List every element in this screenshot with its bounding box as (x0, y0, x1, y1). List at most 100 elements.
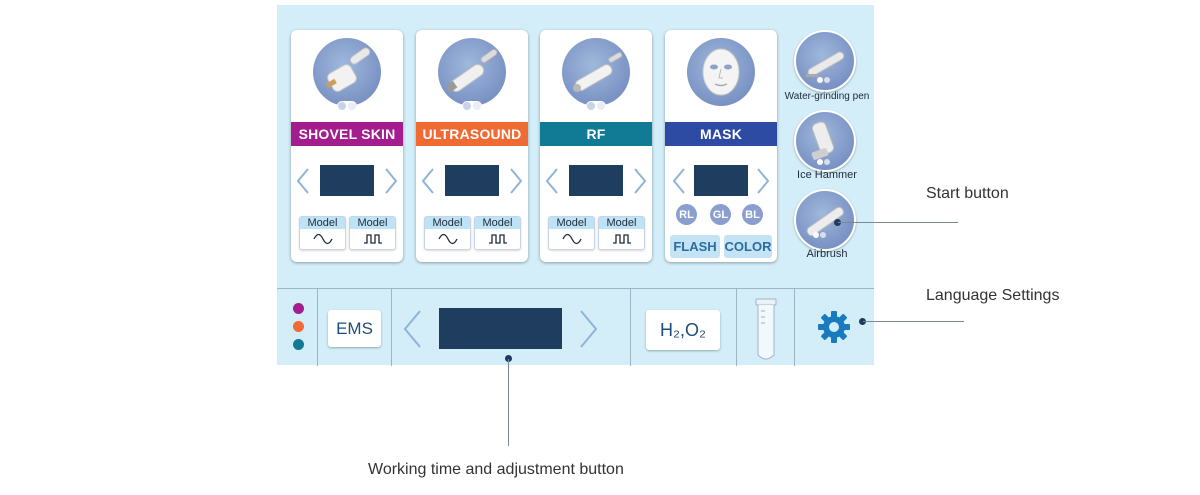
face-mask-icon (702, 48, 740, 96)
working-time-pointer-dot (505, 355, 512, 362)
chevron-left-icon (546, 168, 558, 194)
mask-display (694, 165, 748, 196)
model-label: Model (549, 217, 594, 229)
ultrasound-display (445, 165, 499, 196)
h2o2-button[interactable]: H₂,O₂ (646, 310, 720, 350)
rf-left-arrow[interactable] (546, 168, 558, 194)
language-settings-leader-line (863, 321, 964, 322)
rf-probe-icon (573, 51, 623, 92)
chevron-left-icon (673, 168, 685, 194)
shovel-skin-toggle[interactable] (337, 101, 357, 111)
language-settings-annotation: Language Settings (926, 287, 1060, 304)
ultrasound-model-sine-button[interactable]: Model (424, 216, 471, 250)
ultrasound-tool-button[interactable] (438, 38, 506, 111)
chevron-left-icon (422, 168, 434, 194)
model-label: Model (350, 217, 395, 229)
shovel-skin-right-arrow[interactable] (385, 168, 397, 194)
divider (736, 289, 737, 366)
mask-flash-button[interactable]: FLASH (670, 235, 720, 258)
ems-button[interactable]: EMS (328, 310, 381, 347)
water-pen-icon (806, 51, 845, 83)
mask-gl-button[interactable]: GL (710, 204, 731, 225)
ultrasound-right-arrow[interactable] (510, 168, 522, 194)
water-grinding-pen-label: Water-grinding pen (784, 91, 870, 102)
shovel-skin-left-arrow[interactable] (297, 168, 309, 194)
card-ultrasound: ULTRASOUND Model Model (416, 30, 528, 262)
divider (794, 289, 795, 366)
magenta-dot (293, 303, 304, 314)
test-tube-button[interactable] (753, 297, 779, 363)
working-time-display (439, 308, 562, 349)
mask-rl-button[interactable]: RL (676, 204, 697, 225)
square-wave-icon (364, 234, 382, 244)
ice-hammer-button[interactable] (794, 110, 856, 172)
model-label: Model (475, 217, 520, 229)
airbrush-label: Airbrush (806, 248, 848, 260)
chevron-right-icon (757, 168, 769, 194)
chevron-left-icon (403, 310, 421, 348)
chevron-right-icon (634, 168, 646, 194)
rf-right-arrow[interactable] (634, 168, 646, 194)
sine-wave-icon (562, 233, 582, 245)
airbrush-button[interactable] (794, 189, 856, 251)
sine-wave-icon (313, 233, 333, 245)
chevron-right-icon (510, 168, 522, 194)
shovel-skin-tool-button[interactable] (313, 38, 381, 111)
time-right-arrow[interactable] (579, 309, 599, 349)
mask-color-button[interactable]: COLOR (724, 235, 772, 258)
mask-right-arrow[interactable] (757, 168, 769, 194)
square-wave-icon (489, 234, 507, 244)
ice-hammer-label: Ice Hammer (797, 169, 857, 181)
shovel-skin-display (320, 165, 374, 196)
gear-icon (818, 311, 850, 343)
model-label: Model (300, 217, 345, 229)
ultrasound-left-arrow[interactable] (422, 168, 434, 194)
model-label: Model (425, 217, 470, 229)
sine-wave-icon (438, 233, 458, 245)
start-button-annotation: Start button (926, 185, 1009, 202)
rf-tool-button[interactable] (562, 38, 630, 111)
mask-left-arrow[interactable] (673, 168, 685, 194)
ultrasound-probe-icon (445, 49, 498, 93)
ice-hammer-icon (811, 121, 835, 165)
chevron-right-icon (385, 168, 397, 194)
mask-tool-button[interactable] (687, 38, 755, 106)
divider (391, 289, 392, 366)
chevron-right-icon (580, 310, 598, 348)
test-tube-icon (755, 298, 777, 360)
divider (630, 289, 631, 366)
language-settings-pointer-dot (859, 318, 866, 325)
rf-toggle[interactable] (586, 101, 606, 111)
orange-dot (293, 321, 304, 332)
card-shovel-skin: SHOVEL SKIN Model Model (291, 30, 403, 262)
rf-display (569, 165, 623, 196)
mask-banner: MASK (665, 122, 777, 146)
start-button-leader-line (838, 222, 958, 223)
rf-model-sine-button[interactable]: Model (548, 216, 595, 250)
model-label: Model (599, 217, 644, 229)
shovel-tool-icon (325, 47, 371, 92)
device-screen: SHOVEL SKIN Model Model ULTRASOUND (277, 5, 874, 366)
chevron-left-icon (297, 168, 309, 194)
teal-dot (293, 339, 304, 350)
square-wave-icon (613, 234, 631, 244)
rf-banner: RF (540, 122, 652, 146)
card-rf: RF Model Model (540, 30, 652, 262)
time-left-arrow[interactable] (402, 309, 422, 349)
divider (317, 289, 318, 366)
card-mask: MASK RL GL BL FLASH COLOR (665, 30, 777, 262)
working-time-leader-line (508, 359, 509, 446)
mask-bl-button[interactable]: BL (742, 204, 763, 225)
start-button-pointer-dot (834, 219, 841, 226)
rf-model-square-button[interactable]: Model (598, 216, 645, 250)
shovel-skin-model-square-button[interactable]: Model (349, 216, 396, 250)
airbrush-icon (806, 206, 844, 238)
shovel-skin-model-sine-button[interactable]: Model (299, 216, 346, 250)
water-grinding-pen-button[interactable] (794, 30, 856, 92)
settings-button[interactable] (817, 310, 851, 344)
bottom-bar: EMS H₂,O₂ (277, 288, 874, 366)
working-time-annotation: Working time and adjustment button (368, 461, 624, 478)
shovel-skin-banner: SHOVEL SKIN (291, 122, 403, 146)
ultrasound-model-square-button[interactable]: Model (474, 216, 521, 250)
ultrasound-toggle[interactable] (462, 101, 482, 111)
